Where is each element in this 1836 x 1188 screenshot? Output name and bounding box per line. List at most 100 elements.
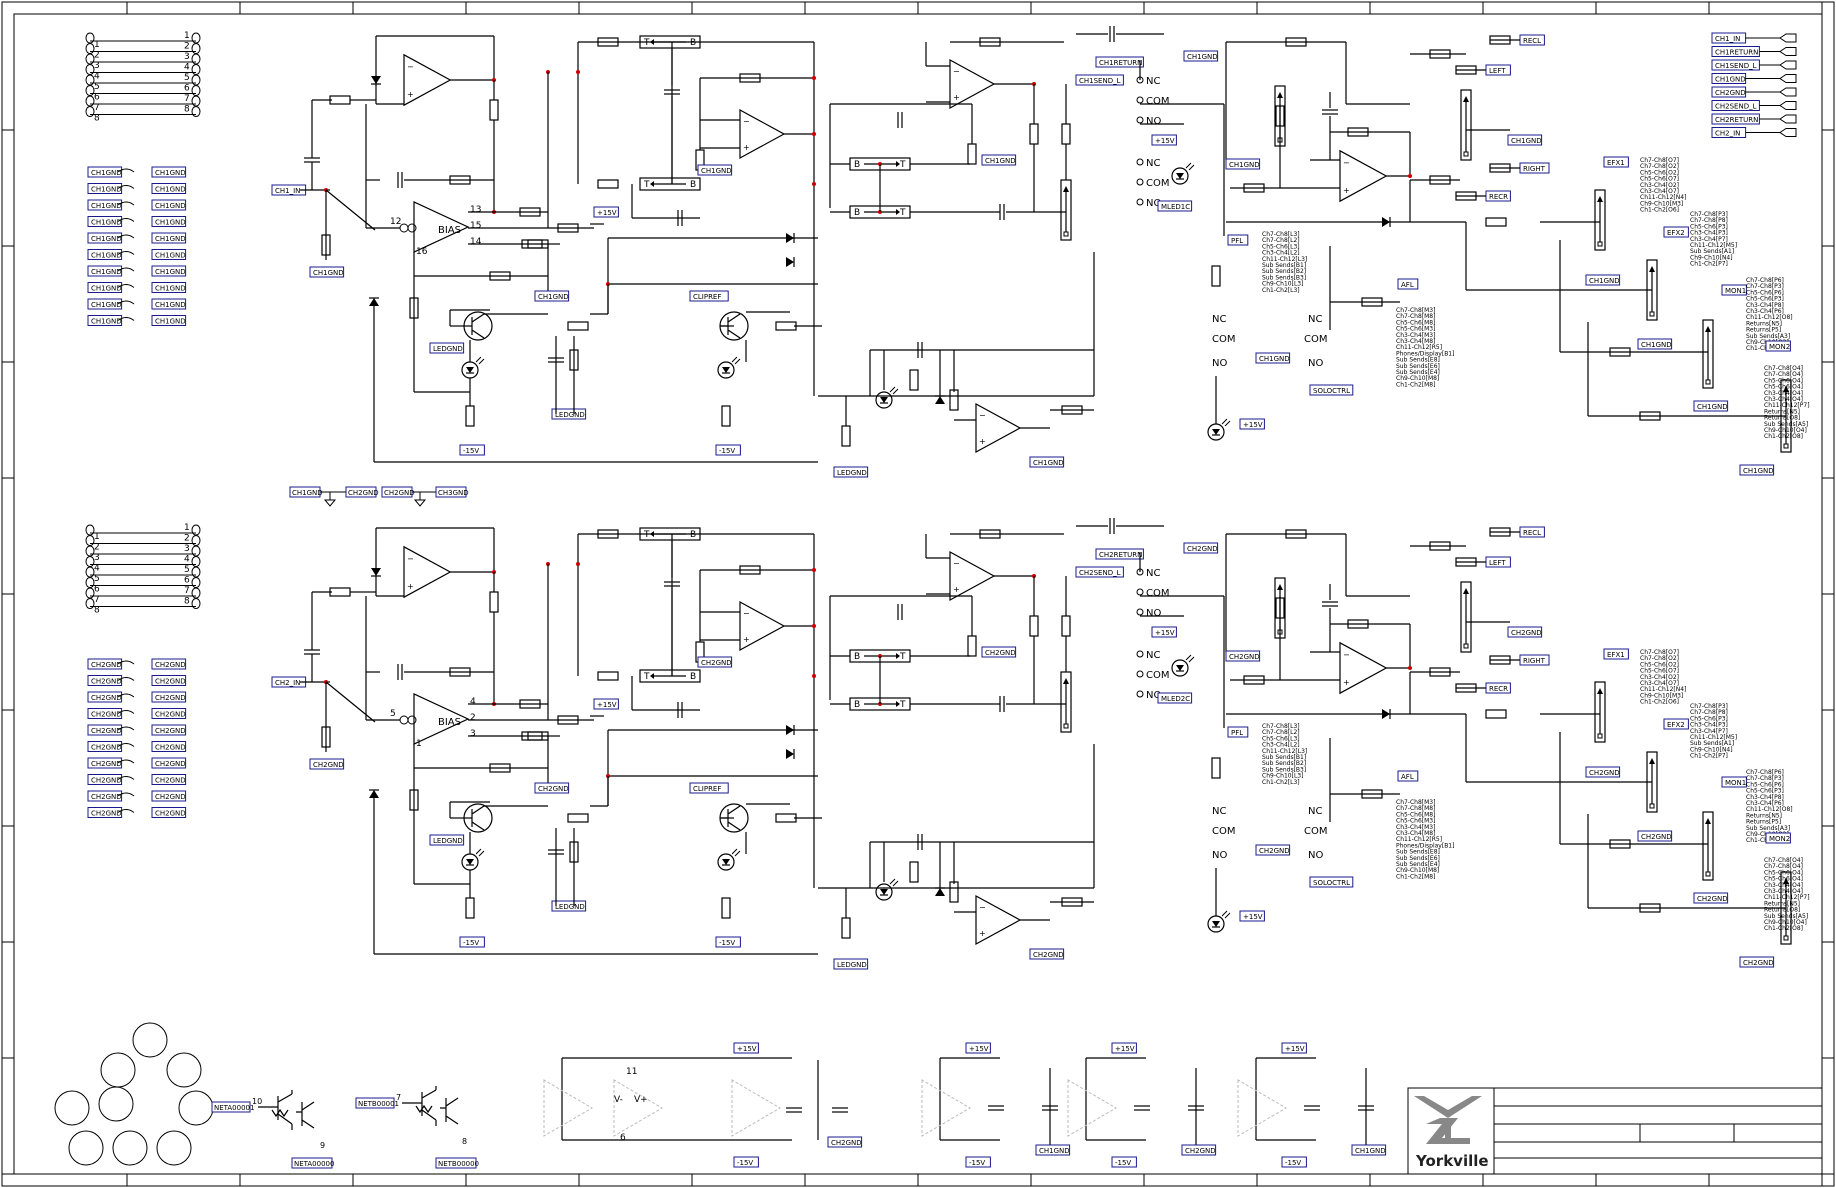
transistor-pair-b: NETB00001 7 8 NETB00000: [355, 1086, 479, 1169]
switch-b: B: [690, 672, 696, 682]
out-gnd: [1507, 134, 1543, 146]
routing-item: Ch5-Ch6[P3]: [1690, 223, 1728, 230]
op-amp-plus: +: [979, 929, 986, 938]
routing-item: Sub Sends[E6]: [1396, 363, 1440, 370]
gnd-tie-left: [87, 315, 123, 326]
gnd-tie-left: [87, 298, 123, 310]
resistor: [841, 917, 851, 939]
switch-b: B: [854, 652, 860, 662]
fader: [1060, 179, 1072, 241]
op-amp: −+: [739, 108, 786, 160]
routing-item: Ch11-Ch12[O8]: [1746, 806, 1793, 813]
connector-pin-right: 5: [184, 73, 190, 83]
power-plus15-text: +15V: [737, 1045, 757, 1053]
op-amp: −+: [739, 600, 786, 652]
gnd-tie-right-text: CH1GND: [155, 186, 186, 194]
gnd-tie-right-text: CH1GND: [155, 285, 186, 293]
connector-pin-left: 4: [94, 72, 100, 82]
afl-routing-list: Ch7-Ch8[M3]Ch7-Ch8[M8]Ch5-Ch6[M8]Ch5-Ch6…: [1396, 307, 1454, 388]
routing-item: Sub Sends[B3]: [1262, 274, 1306, 281]
resistor: [1639, 411, 1661, 421]
plus15-label-2: [1151, 626, 1177, 638]
power-minus15-text: -15V: [969, 1159, 985, 1167]
minus15-label-text: -15V: [463, 447, 479, 455]
routing-item: Ch11-Ch12[N4]: [1640, 686, 1686, 693]
routing-item: Sub Sends[B1]: [1262, 754, 1306, 761]
pfl-label: [1227, 726, 1249, 738]
op-amp-plus: +: [743, 635, 750, 644]
pin-label: 7: [396, 1093, 401, 1102]
led: [1207, 418, 1231, 441]
ledgnd-label-2: [551, 408, 587, 420]
tie-arc: [117, 218, 135, 222]
resistor: [1429, 49, 1451, 59]
bias-gnd: [534, 290, 570, 302]
resistor: [967, 143, 977, 165]
return-label: [1095, 548, 1144, 560]
routing-item: Ch1-Ch2[P7]: [1690, 261, 1728, 268]
net-label-a0: NETA00000: [294, 1160, 334, 1168]
return-label-text: CH1RETURN: [1099, 59, 1142, 67]
connector-pin-left: 6: [94, 93, 100, 103]
routing-item: Ch5-Ch6[P3]: [1746, 296, 1784, 303]
brand-logo-text: Yorkville: [1415, 1152, 1489, 1170]
output-label-text: RECL: [1523, 37, 1541, 45]
routing-item: Ch11-Ch12[L3]: [1262, 256, 1307, 263]
connector-pin-left: 8: [94, 606, 100, 616]
connector-pin-right: 2: [184, 534, 190, 544]
resistor: [1489, 655, 1511, 665]
nc-label: NC: [1146, 158, 1160, 169]
tie-arc: [117, 185, 135, 189]
routing-item: Ch5-Ch6[O2]: [1640, 661, 1679, 668]
plus15-label-3: [1239, 418, 1265, 430]
routing-item: Ch5-Ch6[M8]: [1396, 319, 1435, 326]
routing-item: Ch1-Ch2[P7]: [1690, 753, 1728, 760]
plus15-label-text: +15V: [597, 701, 617, 709]
mon2-label: [1765, 832, 1791, 844]
bias-pin: 16: [416, 247, 428, 257]
connector-pin-right: 3: [184, 52, 190, 62]
gnd-tie-right-text: CH1GND: [155, 252, 186, 260]
diode: [935, 887, 945, 896]
offpage-connector: [1779, 33, 1797, 43]
resistor: [329, 587, 351, 597]
no-label: NO: [1146, 690, 1161, 701]
minus15-label: [459, 936, 485, 948]
routing-item: Ch3-Ch4[P7]: [1690, 236, 1728, 243]
routing-item: Ch11-Ch12[M5]: [1690, 242, 1737, 249]
return-label-text: CH2RETURN: [1099, 551, 1142, 559]
clipref-label-text: CLIPREF: [693, 293, 721, 301]
gnd-tie-left: [87, 216, 123, 227]
plus15-label: [593, 206, 619, 218]
switch-t: T: [643, 530, 650, 540]
mounting-holes: [54, 1022, 214, 1166]
routing-item: Ch5-Ch6[O7]: [1640, 668, 1679, 675]
routing-item: Ch3-Ch4[M8]: [1396, 830, 1435, 837]
mon2-label-text: MON2: [1769, 835, 1790, 843]
wire: [889, 386, 896, 393]
ledgnd-label-2-text: LEDGND: [555, 411, 585, 419]
efx1-label-text: EFX1: [1607, 159, 1625, 167]
transistor: [463, 311, 493, 341]
efx2-gnd: [1637, 830, 1673, 842]
resistor: [1029, 615, 1039, 637]
mix-gnd-text: CH2GND: [1229, 653, 1260, 661]
routing-item: Ch3-Ch4[O4]: [1764, 882, 1803, 889]
offpage-label-text: CH1GND: [1715, 76, 1746, 84]
routing-item: Ch5-Ch6[O7]: [1640, 176, 1679, 183]
capacitor: [677, 702, 683, 718]
diode: [935, 395, 945, 404]
switch-t: T: [899, 652, 906, 662]
op-amp: −+: [1339, 149, 1388, 203]
gnd-tie-left-text: CH2GND: [91, 810, 122, 818]
wire: [1188, 164, 1195, 171]
gnd-tie-right-text: CH1GND: [155, 219, 186, 227]
mon1-label-text: MON1: [1725, 779, 1746, 787]
routing-item: Phones/Display[B1]: [1396, 842, 1454, 849]
power-minus15-text: -15V: [737, 1159, 753, 1167]
routing-item: Ch3-Ch4[P7]: [1690, 728, 1728, 735]
gnd-tie-right-text: CH1GND: [155, 268, 186, 276]
diode: [786, 233, 795, 243]
switch2-gnd-text: CH2GND: [985, 649, 1016, 657]
